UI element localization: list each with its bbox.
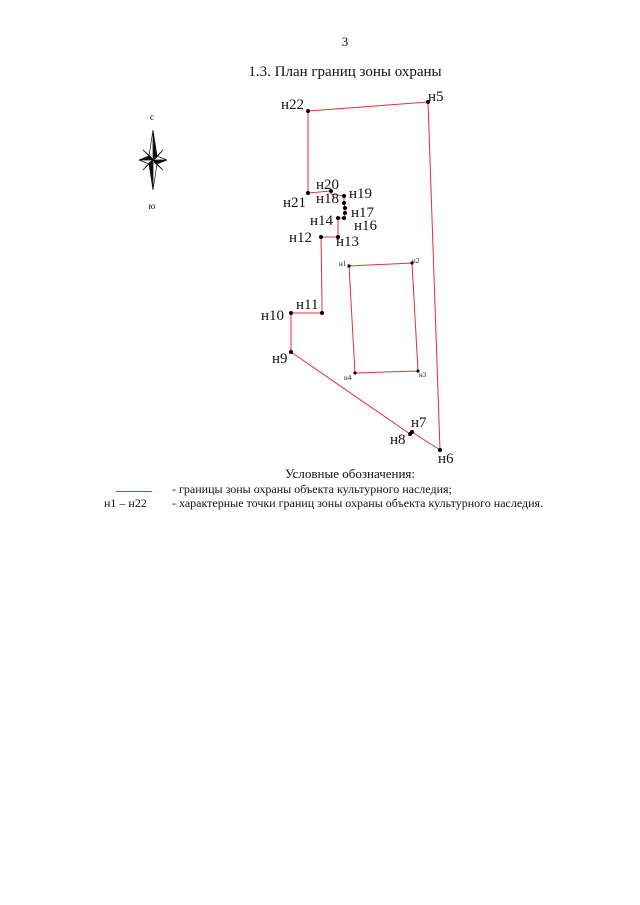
point-marker-n1 [347,264,351,268]
point-marker-n14 [336,216,340,220]
point-marker-n10 [289,311,293,315]
inner-object-contour [348,262,419,374]
point-marker-n15 [342,216,346,220]
legend-boundary-line-sample [116,491,152,492]
point-label-n9: н9 [272,351,288,367]
point-label-n2: н2 [412,257,420,265]
compass-south-label: ю [149,201,156,211]
point-marker-n13 [336,235,340,239]
point-label-n10: н10 [261,308,284,324]
point-marker-n12 [319,235,323,239]
point-label-n18: н18 [316,191,339,207]
point-marker-n19 [342,194,346,198]
point-label-n11: н11 [296,297,318,313]
point-label-n4: н4 [344,374,352,382]
point-marker-n17 [343,206,347,210]
point-label-n3: н3 [419,371,427,379]
boundary-plan: с ю [138,89,454,467]
point-marker-n5 [426,100,430,104]
point-label-n19: н19 [349,186,372,202]
point-label-n1: н1 [339,260,347,268]
point-label-n16: н16 [354,218,378,234]
point-label-n12: н12 [289,230,312,246]
legend-heading: Условные обозначения: [284,466,416,481]
point-label-n21: н21 [283,195,306,211]
legend-points-text: - характерные точки границ зоны охраны о… [172,496,544,510]
legend-row-boundary: - границы зоны охраны объекта культурног… [0,482,640,498]
compass-rose-icon: с ю [138,112,168,211]
boundary-points [289,100,442,452]
point-marker-n9 [289,350,293,354]
point-label-n22: н22 [281,97,304,113]
point-marker-n18 [342,201,346,205]
point-label-n13: н13 [336,234,359,250]
legend-row-points: н1 – н22 - характерные точки границ зоны… [0,496,640,512]
point-label-n7: н7 [411,415,427,431]
point-marker-n20 [329,189,333,193]
point-marker-n3 [416,369,420,373]
point-marker-n8 [408,432,412,436]
point-marker-n22 [306,109,310,113]
point-marker-n16 [343,211,347,215]
point-marker-n2 [410,261,414,265]
point-label-n20: н20 [316,177,339,193]
legend-points-symbol: н1 – н22 [104,496,147,510]
legend-boundary-text: - границы зоны охраны объекта культурног… [172,482,452,496]
compass-north-label: с [150,112,154,122]
point-marker-n11 [320,311,324,315]
point-label-n17: н17 [351,205,375,221]
point-label-n6: н6 [438,451,454,467]
page-number: 3 [341,34,349,49]
point-marker-n4 [353,371,357,375]
outer-boundary-line [290,101,441,451]
point-marker-n6 [438,448,442,452]
point-label-n14: н14 [310,213,334,229]
point-label-n8: н8 [390,432,406,448]
point-marker-n21 [306,191,310,195]
point-label-n5: н5 [428,89,444,105]
plan-title: 1.3. План границ зоны охраны [248,64,442,80]
